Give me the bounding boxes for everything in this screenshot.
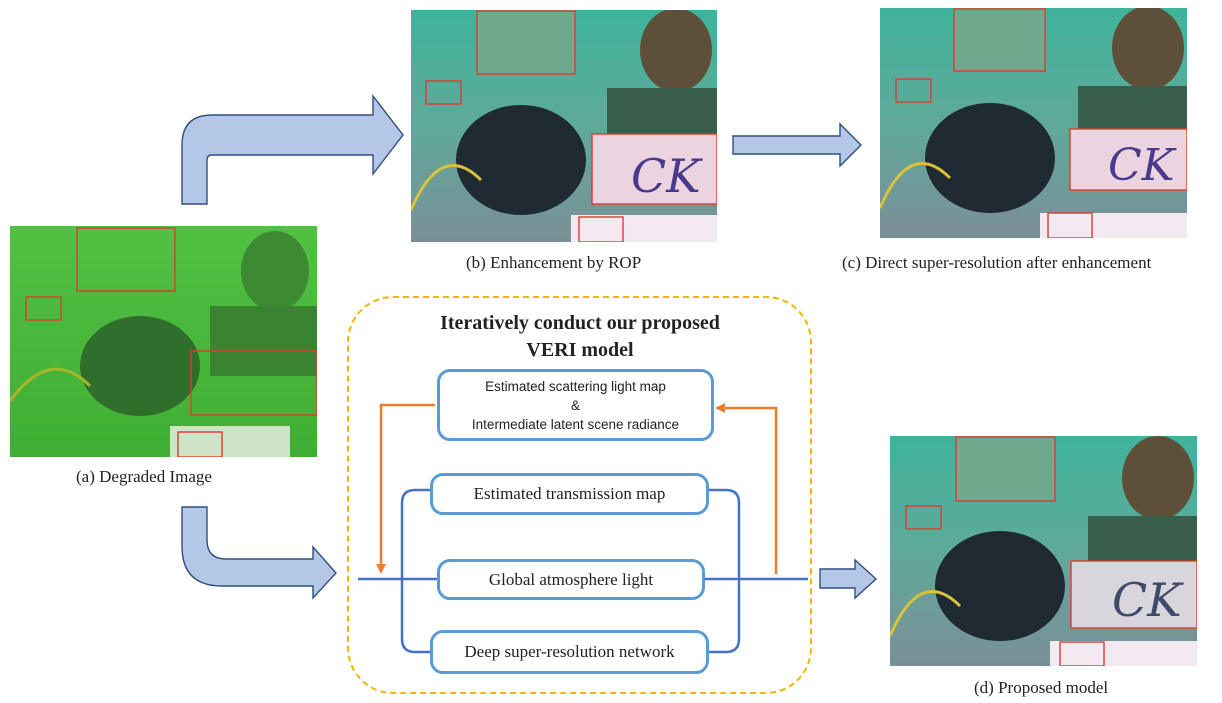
arrow-to-module	[181, 506, 337, 600]
hose	[10, 367, 92, 402]
transmission-map-node: Estimated transmission map	[430, 473, 709, 515]
arrow-to-enhancement	[181, 93, 404, 205]
arrow-to-direct-sr	[732, 122, 862, 168]
atmosphere-light-node: Global atmosphere light	[437, 559, 705, 600]
crop-box-zoom	[591, 133, 717, 205]
feedback-arrow-right	[715, 403, 778, 574]
statue-head	[640, 10, 712, 92]
crop-box-sign	[177, 431, 223, 457]
svg-text:CK: CK	[631, 149, 703, 203]
crop-box-large	[476, 10, 576, 75]
crop-box-sign	[578, 216, 624, 242]
diver	[80, 316, 200, 416]
feedback-arrow-left	[376, 403, 435, 574]
arrow-to-proposed	[819, 558, 878, 600]
flow-left-bracket	[400, 488, 433, 654]
proposed-caption: (d) Proposed model	[974, 678, 1109, 697]
sign	[571, 215, 717, 242]
hose	[411, 163, 483, 211]
crop-box-zoom	[1069, 128, 1187, 191]
crop-box-small	[25, 296, 62, 321]
crop-box-large	[953, 8, 1046, 72]
crop-box-zoom	[190, 350, 317, 416]
sr-network-node: Deep super-resolution network	[430, 630, 709, 674]
crop-box-small	[905, 505, 942, 530]
feedback-node: Estimated scattering light map & Interme…	[437, 369, 714, 441]
sign	[170, 426, 290, 457]
crop-box-small	[425, 80, 462, 105]
crop-box-zoom	[1070, 560, 1197, 629]
crop-box-large	[955, 436, 1056, 502]
feedback-line1: Estimated scattering light map	[485, 378, 666, 394]
veri-module-container	[347, 296, 812, 694]
proposed-image: CK	[890, 436, 1197, 666]
crop-box-large	[76, 227, 176, 292]
flow-right-bracket	[706, 488, 741, 654]
feedback-line2: &	[570, 397, 580, 413]
svg-text:CK: CK	[1112, 573, 1184, 627]
feedback-line3: Intermediate latent scene radiance	[471, 416, 680, 432]
rop-caption: (b) Enhancement by ROP	[466, 253, 642, 272]
direct-sr-image: CK	[880, 8, 1187, 238]
statue-body	[210, 306, 317, 376]
crop-box-sign	[1059, 641, 1105, 666]
module-title-line1: Iteratively conduct our proposed	[440, 312, 720, 334]
rop-image: CK	[411, 10, 717, 242]
module-title-line2: VERI model	[526, 339, 634, 361]
crop-box-sign	[1047, 212, 1093, 238]
statue-head	[241, 231, 309, 311]
svg-text:CK: CK	[1108, 140, 1177, 191]
diver	[456, 105, 586, 215]
degraded-caption: (a) Degraded Image	[76, 467, 212, 486]
crop-box-small	[895, 78, 932, 103]
direct-sr-caption: (c) Direct super-resolution after enhanc…	[842, 253, 1152, 272]
degraded-image	[10, 226, 317, 457]
